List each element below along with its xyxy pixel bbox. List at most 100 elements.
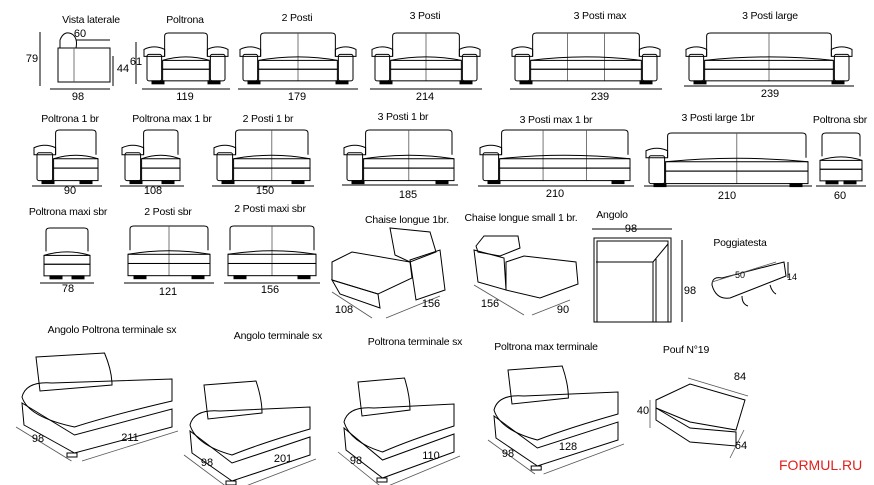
armrest-pad bbox=[685, 46, 708, 57]
label-poggiatesta: Poggiatesta bbox=[713, 237, 767, 249]
dim-length: 211 bbox=[121, 432, 139, 444]
seat bbox=[21, 378, 173, 428]
3-posti-large-drawing bbox=[684, 32, 854, 87]
2-posti-drawing bbox=[238, 32, 358, 90]
foot bbox=[435, 180, 449, 185]
pouf-side bbox=[655, 407, 737, 447]
label-chaise-longue-small-1br: Chaise longue small 1 br. bbox=[464, 212, 578, 224]
armrest-pad bbox=[334, 46, 357, 57]
armrest bbox=[482, 152, 500, 182]
armrest bbox=[124, 152, 142, 182]
foot bbox=[71, 275, 85, 280]
base bbox=[499, 167, 631, 182]
label-poltrona-1br: Poltrona 1 br bbox=[41, 113, 99, 125]
armrest-pad bbox=[143, 46, 166, 57]
chaise-base bbox=[330, 279, 381, 309]
foot bbox=[611, 180, 625, 185]
dim-line bbox=[81, 430, 179, 462]
foot bbox=[79, 180, 93, 185]
foot bbox=[825, 180, 839, 185]
headrest bbox=[711, 261, 787, 299]
base bbox=[162, 68, 210, 82]
seat-front bbox=[530, 59, 642, 70]
backrest bbox=[357, 377, 411, 417]
label-3-posti-max: 3 Posti max bbox=[573, 10, 627, 22]
foot bbox=[161, 180, 175, 185]
foot bbox=[487, 180, 501, 185]
angolo-inner bbox=[596, 240, 669, 323]
dim-width: 119 bbox=[176, 91, 194, 103]
dim-depth: 98 bbox=[31, 433, 45, 445]
dim-line bbox=[183, 454, 225, 485]
dim-depth: 90 bbox=[556, 304, 570, 316]
foot bbox=[459, 80, 473, 85]
seat-cushion bbox=[127, 250, 211, 255]
foot bbox=[653, 183, 667, 188]
dim-line bbox=[531, 299, 571, 316]
base bbox=[704, 68, 834, 82]
dim-width: 98 bbox=[624, 223, 638, 235]
seat-cushion bbox=[704, 56, 834, 61]
dim-line bbox=[331, 291, 373, 319]
foot bbox=[191, 275, 205, 280]
foot bbox=[66, 452, 78, 458]
armrest-pad bbox=[479, 144, 503, 156]
3-posti-max-1br-drawing bbox=[478, 129, 634, 187]
poltrona-terminale-sx-drawing bbox=[337, 377, 461, 485]
dim-depth: 108 bbox=[334, 304, 354, 316]
backrest bbox=[821, 132, 861, 157]
base bbox=[141, 167, 181, 182]
dim-arm-height: 61 bbox=[129, 56, 143, 68]
label-angolo-terminale-sx: Angolo terminale sx bbox=[233, 330, 323, 342]
angolo-seat-edge bbox=[596, 243, 669, 263]
poltrona-max-1br-drawing bbox=[120, 129, 184, 187]
dim-width: 210 bbox=[717, 190, 737, 202]
seat-cushion bbox=[499, 154, 631, 160]
armrest bbox=[641, 53, 658, 82]
dim-depth: 98 bbox=[349, 455, 363, 467]
base bbox=[819, 168, 863, 182]
label-3-posti-1br: 3 Posti 1 br bbox=[377, 111, 429, 123]
2-posti-1br-drawing bbox=[212, 129, 314, 187]
seat-cushion bbox=[363, 154, 455, 160]
label-vista-laterale: Vista laterale bbox=[62, 14, 120, 26]
armrest bbox=[337, 53, 354, 82]
label-pouf-n19: Pouf N°19 bbox=[662, 344, 710, 356]
angolo-drawing bbox=[592, 228, 683, 323]
label-3-posti: 3 Posti bbox=[409, 10, 441, 22]
poltrona-drawing bbox=[142, 32, 230, 90]
label-2-posti-maxi-sbr: 2 Posti maxi sbr bbox=[234, 203, 306, 215]
foot bbox=[639, 80, 653, 85]
base bbox=[189, 429, 311, 482]
2-posti-maxi-sbr-drawing bbox=[224, 225, 320, 284]
label-3-posti-large: 3 Posti large bbox=[742, 10, 798, 22]
armrest bbox=[374, 53, 391, 82]
seat-front bbox=[819, 159, 863, 170]
dim-width: 156 bbox=[260, 284, 280, 296]
dim-width: 179 bbox=[287, 91, 307, 103]
dim-line bbox=[385, 295, 441, 319]
label-3-posti-large-1br: 3 Posti large 1br bbox=[681, 112, 755, 124]
armrest-pad bbox=[213, 144, 237, 156]
base bbox=[227, 262, 317, 277]
foot bbox=[831, 80, 845, 85]
dim-width: 121 bbox=[158, 286, 178, 298]
dim-line bbox=[729, 429, 745, 459]
3-posti-1br-drawing bbox=[342, 129, 458, 186]
base bbox=[530, 68, 642, 82]
foot bbox=[221, 180, 235, 185]
armrest bbox=[833, 53, 850, 82]
dim-length: 110 bbox=[422, 450, 440, 462]
dim-width: 78 bbox=[61, 283, 75, 295]
dim-length: 201 bbox=[273, 453, 293, 465]
side-cushion bbox=[59, 32, 77, 49]
label-2-posti-sbr: 2 Posti sbr bbox=[144, 206, 192, 218]
armrest-pad bbox=[121, 144, 145, 156]
dim-width: 50 bbox=[734, 270, 746, 280]
backrest bbox=[55, 129, 97, 155]
foot bbox=[225, 480, 237, 485]
foot bbox=[519, 80, 533, 85]
seat-cushion bbox=[141, 154, 181, 160]
poltrona-sbr-drawing bbox=[816, 132, 866, 187]
